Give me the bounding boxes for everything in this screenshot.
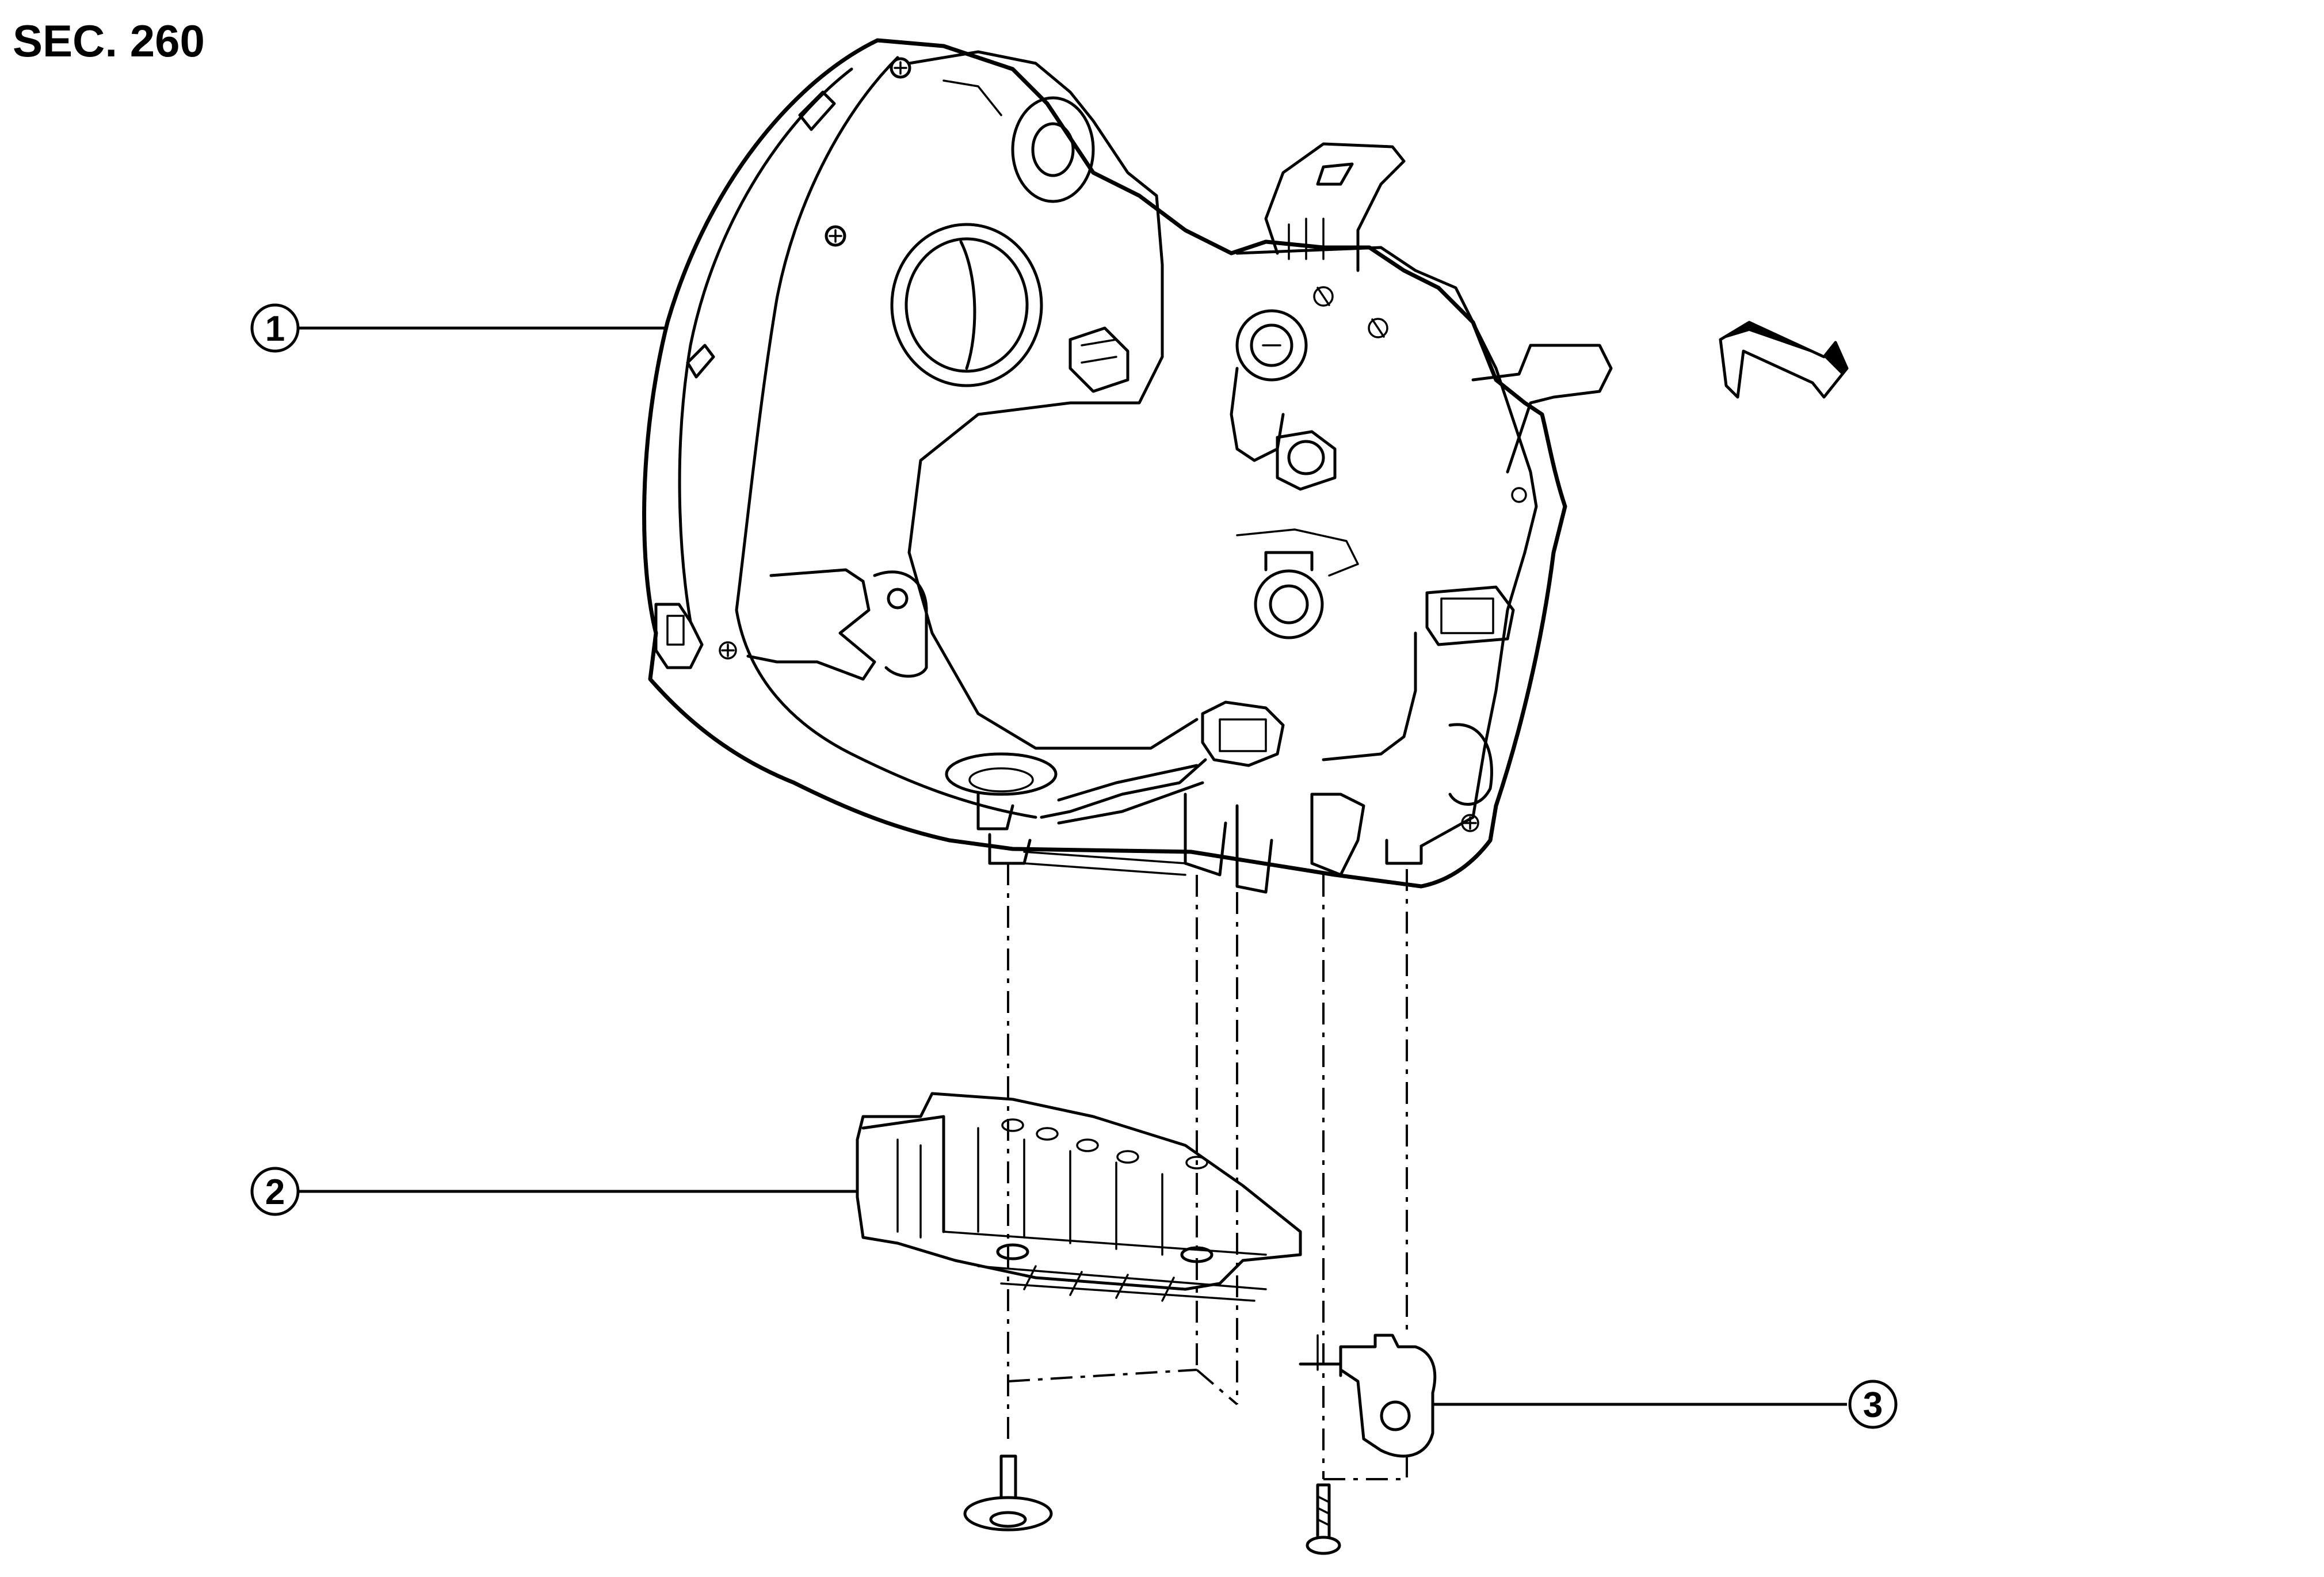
callout-2-number: 2 (265, 1172, 285, 1212)
headlamp-assembly (642, 38, 1613, 894)
bolt-left (963, 1454, 1053, 1532)
callout-1: 1 (250, 303, 667, 353)
small-bracket (1299, 1334, 1437, 1458)
callout-1-number: 1 (265, 309, 285, 349)
callout-2: 2 (250, 1167, 857, 1216)
lower-bracket (856, 1092, 1302, 1302)
section-label: SEC. 260 (13, 16, 205, 66)
assembly-guide-lines (1007, 863, 1408, 1480)
front-direction-arrow-icon (1719, 321, 1849, 399)
callout-3-number: 3 (1863, 1385, 1883, 1425)
callout-3: 3 (1433, 1380, 1898, 1429)
bolt-right (1306, 1483, 1341, 1555)
